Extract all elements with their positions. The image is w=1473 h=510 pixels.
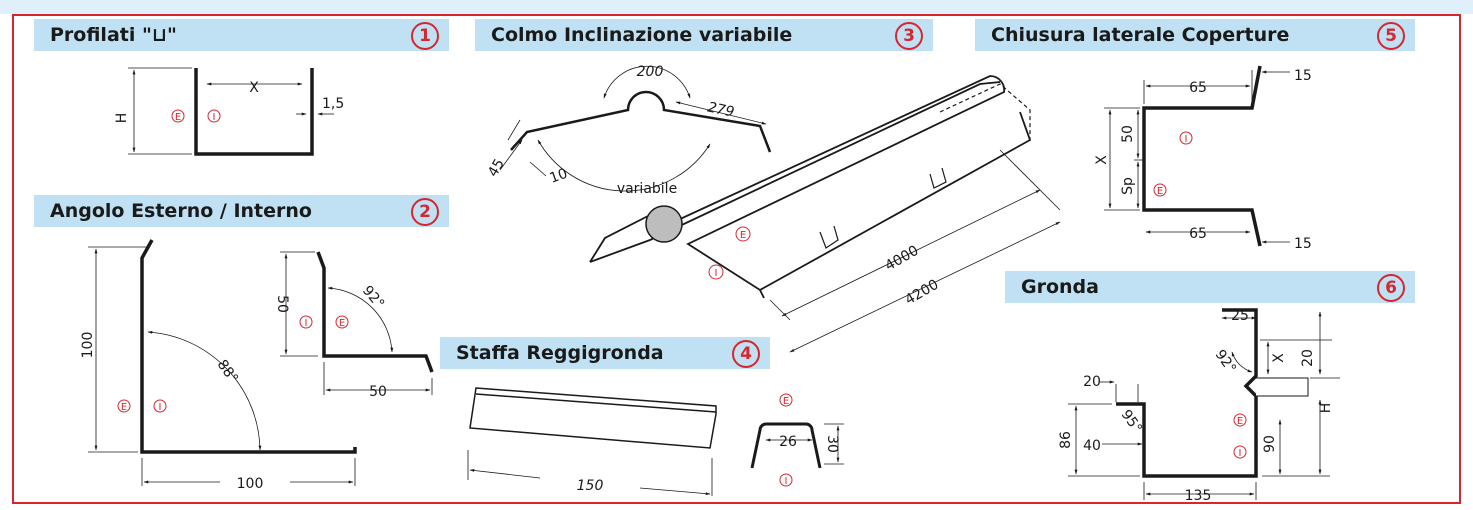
internal-marker: I xyxy=(785,476,788,487)
dim-base: 100 xyxy=(237,476,264,492)
dim-base-small: 50 xyxy=(369,384,387,400)
ridge-3d-drawing xyxy=(589,75,1061,353)
dim-50: 50 xyxy=(1120,125,1136,143)
dim-length-4200: 4200 xyxy=(903,277,942,309)
section-number: 4 xyxy=(732,340,760,368)
closure-profile-drawing xyxy=(1104,65,1290,247)
ridge-section-drawing xyxy=(499,65,772,192)
section-title: Chiusura laterale Coperture xyxy=(991,24,1290,46)
angle-small-drawing xyxy=(280,251,434,395)
dim-sp: Sp xyxy=(1120,177,1136,195)
external-marker: E xyxy=(1157,186,1163,197)
profile-u-drawing xyxy=(128,67,334,156)
section-number: 3 xyxy=(895,22,923,50)
dim-thickness: 1,5 xyxy=(322,96,344,112)
dim-gutter-angle2: 95° xyxy=(1118,407,1145,437)
dim-height-small: 50 xyxy=(274,295,290,313)
dim-gutter-angle1: 92° xyxy=(1212,347,1239,377)
internal-marker: I xyxy=(213,112,216,123)
dim-top-arc: 200 xyxy=(637,64,664,80)
dim-bracket-length: 150 xyxy=(577,478,604,494)
dim-lip: 10 xyxy=(548,166,570,187)
dim-length-4000: 4000 xyxy=(883,243,922,275)
internal-marker: I xyxy=(305,318,308,329)
dim-right-slope: 279 xyxy=(706,99,736,120)
dim-bottom-width: 65 xyxy=(1189,226,1207,242)
gutter-profile-drawing xyxy=(1068,308,1340,500)
dim-gutter-90: 90 xyxy=(1262,435,1278,453)
dim-side: 45 xyxy=(485,156,508,179)
dim-gutter-40: 40 xyxy=(1083,438,1101,454)
dim-bracket-width: 26 xyxy=(779,434,797,450)
dim-top-width: 65 xyxy=(1189,80,1207,96)
section-title: Staffa Reggigronda xyxy=(456,342,664,364)
internal-marker: I xyxy=(715,268,718,279)
dim-variable: variabile xyxy=(617,181,677,197)
internal-marker: I xyxy=(1185,134,1188,145)
dimension-labels: H X 1,5 100 100 88° 50 50 92° 200 279 45… xyxy=(80,64,1334,504)
section-title: Angolo Esterno / Interno xyxy=(50,200,312,222)
dim-angle-small: 92° xyxy=(359,283,387,312)
dim-angle: 88° xyxy=(214,357,241,387)
section-title: Colmo Inclinazione variabile xyxy=(491,24,793,46)
external-marker: E xyxy=(740,230,746,241)
dim-gutter-top: 25 xyxy=(1231,308,1249,324)
header-profilati: Profilati "⊔" 1 xyxy=(34,19,449,51)
internal-marker: I xyxy=(1239,448,1242,459)
external-marker: E xyxy=(175,112,181,123)
dim-gutter-lip: 20 xyxy=(1083,374,1101,390)
header-chiusura: Chiusura laterale Coperture 5 xyxy=(975,19,1415,51)
dim-gutter-86: 86 xyxy=(1058,431,1074,449)
section-number: 2 xyxy=(411,198,439,226)
external-marker: E xyxy=(121,402,127,413)
section-title: Profilati "⊔" xyxy=(50,24,177,46)
header-angolo: Angolo Esterno / Interno 2 xyxy=(34,195,449,227)
dim-h: H xyxy=(114,113,130,124)
dim-top-lip: 15 xyxy=(1294,68,1312,84)
section-number: 5 xyxy=(1377,22,1405,50)
dim-gutter-20: 20 xyxy=(1300,349,1316,367)
dim-gutter-H: H xyxy=(1318,403,1334,414)
external-marker: E xyxy=(339,318,345,329)
header-staffa: Staffa Reggigronda 4 xyxy=(440,337,770,369)
external-marker: E xyxy=(783,396,789,407)
dim-height: 100 xyxy=(80,332,96,359)
internal-marker: I xyxy=(159,402,162,413)
angle-large-drawing xyxy=(88,239,357,486)
dim-bracket-height: 30 xyxy=(824,435,840,453)
dim-bottom-lip: 15 xyxy=(1294,236,1312,252)
dim-x: X xyxy=(249,80,259,96)
bracket-bar-drawing xyxy=(467,387,717,496)
dim-gutter-x: X xyxy=(1271,353,1287,363)
top-band xyxy=(0,0,1473,14)
dim-gutter-width: 135 xyxy=(1185,488,1212,504)
marker-group: E I E I I E E I E I I E E I xyxy=(117,109,1247,487)
bracket-profile-drawing xyxy=(750,422,844,469)
external-marker: E xyxy=(1237,416,1243,427)
section-number: 6 xyxy=(1377,274,1405,302)
dim-x: X xyxy=(1094,155,1110,165)
header-colmo: Colmo Inclinazione variabile 3 xyxy=(475,19,933,51)
section-number: 1 xyxy=(411,22,439,50)
